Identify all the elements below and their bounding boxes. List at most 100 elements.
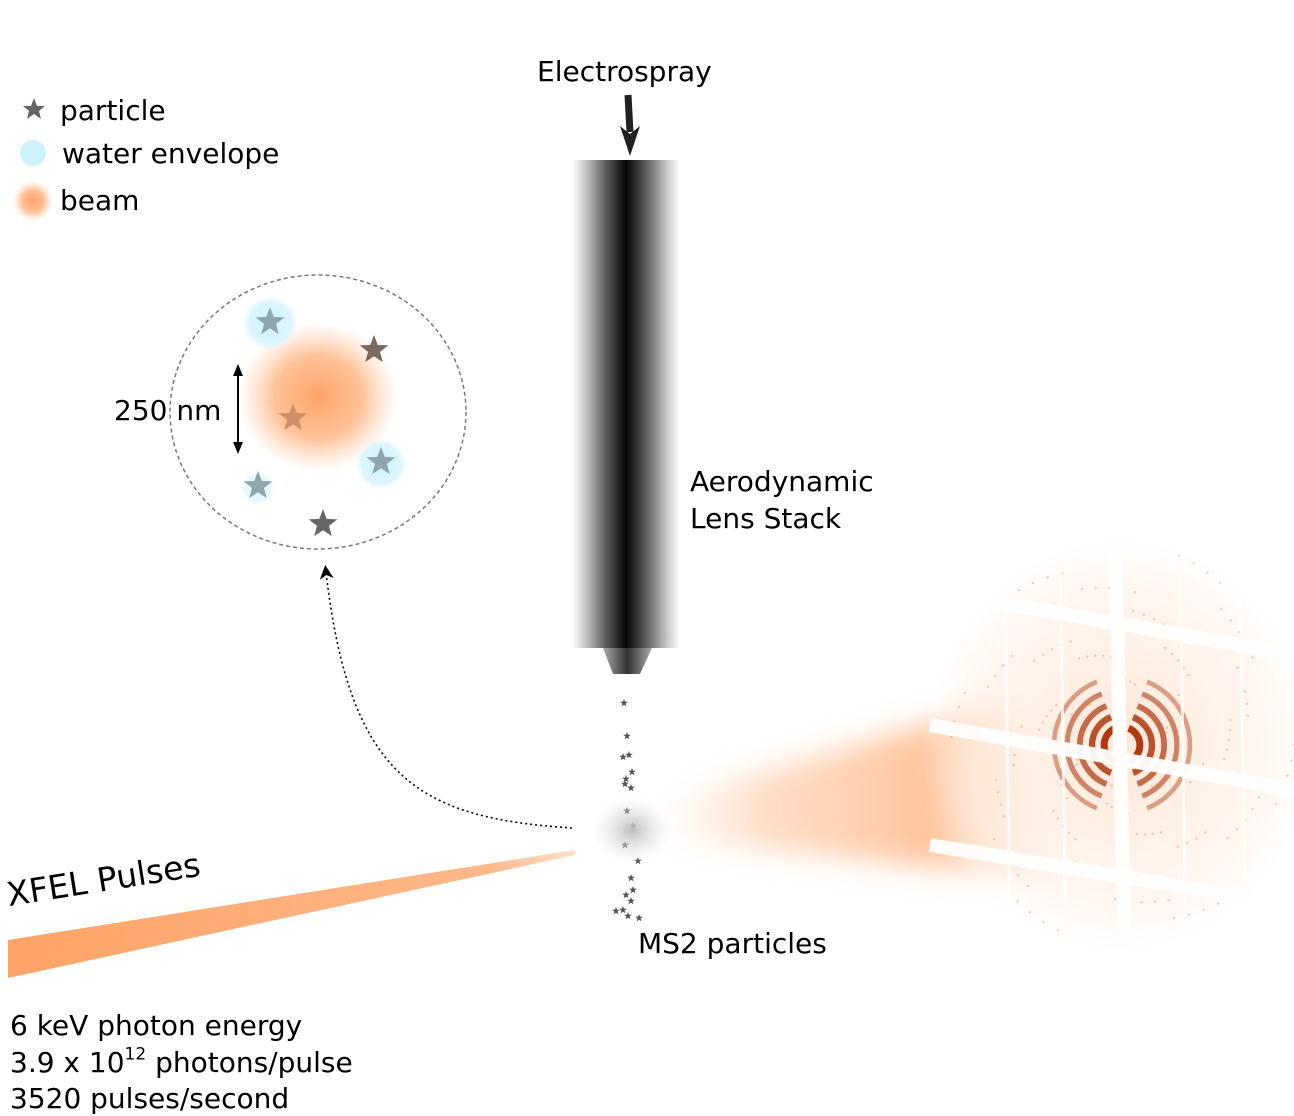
detector-speckle [1140,901,1143,904]
detector-speckle [1164,735,1167,739]
detector-speckle [1192,562,1195,565]
detector-speckle [1217,902,1220,905]
zoom-inset [169,274,467,550]
lens-label-line2: Lens Stack [690,502,842,535]
detector-speckle [1094,654,1097,658]
detector-speckle [1165,726,1169,729]
detector-speckle [1075,763,1078,766]
detector-speckle [1061,572,1064,575]
beam-spot [238,322,398,472]
detector-speckle [1236,666,1239,669]
particle-star-icon [359,335,389,363]
detector-speckle [950,736,953,739]
detector-speckle [1151,832,1155,835]
detector-speckle [1243,690,1247,693]
detector-speckle [1045,715,1049,718]
diffraction-ring [1088,714,1113,776]
detector-speckle [1176,845,1180,848]
particle-star-icon [628,768,636,776]
electrospray-label: Electrospray [537,55,712,88]
detector-speckle [1164,779,1167,782]
detector-speckle [1076,758,1079,761]
detector-speckle [1013,753,1016,757]
detector-speckle [1219,581,1222,585]
scale-arrow-up-icon [233,364,243,376]
detector-speckle [1041,653,1045,656]
detector-speckle [1168,776,1172,779]
detector-speckle [1204,831,1207,834]
particle-star-icon [255,307,285,335]
particle-star-icon [622,775,630,783]
detector-speckle [996,791,1000,794]
detector-speckle [1153,900,1157,903]
detector-speckle [1162,740,1166,743]
xfel-pulse-beam [8,850,575,978]
detector-speckle [1177,554,1181,557]
detector-speckle [1033,659,1036,662]
detector-speckle [1001,664,1005,667]
detector-speckle [986,685,990,688]
detector-speckle [1177,659,1180,662]
detector-speckle [1167,899,1170,902]
detector-speckle [1222,757,1226,761]
particle-star-icon [619,906,627,914]
particle-star-icon [625,751,633,759]
detector-speckle [1165,731,1168,734]
particle-star-icon [612,907,620,915]
detector-speckle [1042,920,1045,924]
particle-star-icon [629,886,637,894]
detector-speckle [1055,703,1058,707]
detector-speckle [1069,640,1072,643]
detector-speckle [995,779,998,782]
detector-speckle [1152,618,1156,621]
detector-speckle [1235,828,1238,831]
detector-speckle [1159,831,1163,834]
detector-speckle [1016,900,1019,903]
detector-speckle [1142,613,1146,616]
lens-nozzle [603,648,652,674]
detector-speckle [1086,655,1089,658]
detector-speckle [1286,774,1289,777]
detector-speckle [1133,683,1137,686]
detector-speckle [1079,707,1082,710]
down-arrow-icon [620,126,640,156]
detector-speckle [1084,705,1087,708]
detector-speckle [1020,725,1023,728]
particle-star-icon [621,780,629,788]
detector-speckle [1245,702,1249,705]
detector-speckle [1290,759,1293,762]
particle-star-icon [366,447,396,475]
detector-speckle [1251,807,1254,811]
detector-speckle [1159,781,1163,784]
particle-star-icon [243,471,273,499]
detector-speckle [1046,576,1049,579]
lens-label-line1: Aerodynamic [690,465,874,498]
detector-speckle [1172,917,1176,920]
detector-speckle [1052,809,1055,813]
detector-speckle [1228,728,1232,732]
particle-star-icon [624,912,632,920]
legend-label-particle: particle [60,94,166,127]
detector-speckle [1187,913,1191,916]
detector-speckle [993,837,996,841]
particle-star-icon [620,699,628,707]
detector-speckle [1227,738,1231,742]
detector-speckle [1229,718,1232,721]
spec-photons-per-pulse: 3.9 x 1012 photons/pulse [10,1046,353,1079]
electrospray-arrow [620,94,640,156]
detector-speckle [1059,777,1063,780]
detector-speckle [1017,589,1020,592]
detector-speckle [1206,571,1209,574]
detector-speckle [1187,674,1190,677]
lens-stack [572,160,680,648]
detector-speckle [1012,763,1015,767]
particle-star-icon [623,732,631,740]
detector-speckle [1067,831,1071,834]
detector-speckle [1189,781,1192,784]
detector-speckle [1226,836,1229,840]
detector-speckle [1088,703,1092,706]
detector-speckle [1058,770,1062,774]
detector-speckle [957,705,961,709]
detector-speckle [1110,784,1113,787]
